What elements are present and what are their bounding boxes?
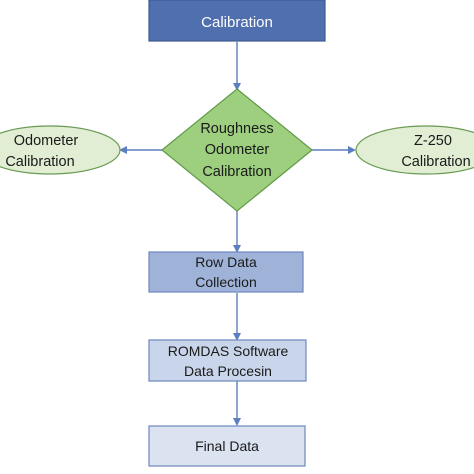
diamond-label-line-2: Odometer [205,142,270,158]
node-odometer-calibration: Odometer Calibration [0,125,121,175]
node-final-data: Final Data [148,425,306,467]
node-romdas-software-data-processing: ROMDAS Software Data Procesin [148,339,307,382]
odometer-label-line-2: Calibration [5,154,74,170]
row-data-label-line-2: Collection [195,274,256,290]
final-data-label: Final Data [195,438,259,454]
romdas-label-line-1: ROMDAS Software [168,343,289,359]
node-z250-calibration: Z-250 Calibration [355,125,474,175]
diamond-label-line-1: Roughness [200,121,273,137]
diamond-label-line-3: Calibration [202,164,271,180]
node-calibration: Calibration [148,0,326,42]
z250-label-line-1: Z-250 [414,133,452,149]
odometer-label-line-1: Odometer [14,133,79,149]
romdas-label-line-2: Data Procesin [184,363,272,379]
node-roughness-odometer-calibration: Roughness Odometer Calibration [161,88,313,212]
z250-label-line-2: Calibration [401,154,470,170]
connectors [119,42,356,426]
node-row-data-collection: Row Data Collection [148,251,304,293]
node-calibration-label: Calibration [201,14,273,31]
row-data-label-line-1: Row Data [195,254,257,270]
